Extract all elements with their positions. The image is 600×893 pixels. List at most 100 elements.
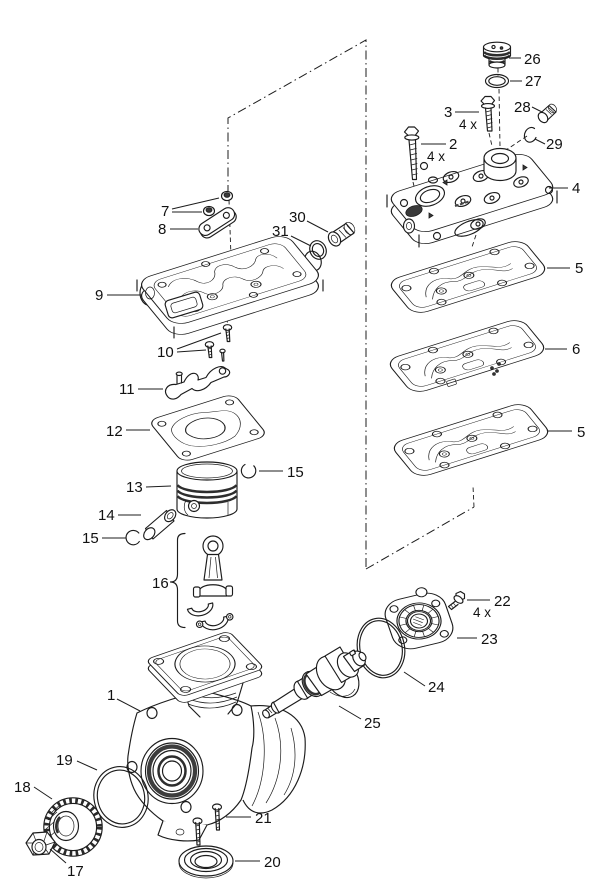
callout-16-label: 16 [152,575,169,592]
part-25-crankshaft [262,646,367,719]
callout-8: 8 [158,221,198,238]
part-15-circlip-left [125,529,140,546]
callout-4: 4 [549,180,580,197]
part-14-piston-pin [143,509,177,541]
callout-13: 13 [126,479,172,496]
callout-8-label: 8 [158,221,166,238]
part-7-nuts [202,190,234,217]
callout-12: 12 [106,423,150,440]
part-23-bearing-flange [384,587,454,650]
part-30-plug [327,222,356,247]
callout-24: 24 [403,671,445,696]
callout-19: 19 [56,752,98,771]
callout-15-left-label: 15 [82,530,99,547]
part-26-valve-cap [482,41,512,69]
callout-27: 27 [510,73,542,90]
callout-22: 22 4 x [467,593,511,620]
callout-15-left: 15 [82,530,126,547]
part-13-piston [176,461,238,519]
part-8-clamp-plate [198,207,237,239]
part-10-screws [204,324,233,362]
callout-13-label: 13 [126,479,143,496]
callout-16: 16 [152,575,169,592]
callout-11-label: 11 [119,381,135,398]
part-21-screws [192,803,223,846]
part-2-screw [403,126,420,181]
callout-28: 28 [514,99,543,116]
callout-1: 1 [107,687,141,712]
callout-19-label: 19 [56,752,73,769]
part-18-gear [43,797,103,857]
part-20-seal-washer [178,845,234,879]
callout-26: 26 [509,51,541,68]
callout-10-label: 10 [157,344,174,361]
part-1-crankcase [126,632,306,842]
callout-2-qty: 4 x [427,149,445,164]
callout-7-label: 7 [161,203,169,220]
callout-17-label: 17 [67,863,84,880]
callout-23: 23 [457,631,498,648]
callout-20-label: 20 [264,854,281,871]
part-15-circlip-right [240,463,257,479]
callout-28-label: 28 [514,99,531,116]
part-9-valve-plate [136,236,324,339]
callout-22-qty: 4 x [473,605,491,620]
part-17-nut [25,831,56,856]
callout-4-label: 4 [572,180,580,197]
callout-5-lower: 5 [548,424,585,441]
callout-31-label: 31 [272,223,289,240]
callout-2: 2 4 x [421,136,457,164]
part-19-o-ring [93,766,149,828]
callout-7: 7 [161,197,220,220]
part-4-cylinder-head [386,147,558,248]
callout-11: 11 [119,381,163,398]
callout-20: 20 [235,854,281,871]
part-22-screw [447,590,466,611]
callout-5-upper: 5 [547,260,583,277]
callout-21-label: 21 [255,810,272,827]
part-27-o-ring [484,73,510,89]
callout-3: 3 4 x [444,104,479,132]
callout-14-label: 14 [98,507,115,524]
callout-12-label: 12 [106,423,123,440]
part-29-seal-ring [523,126,537,143]
callout-3-qty: 4 x [459,117,477,132]
callout-2-label: 2 [449,136,457,153]
callout-5-lower-label: 5 [577,424,585,441]
callout-6-label: 6 [572,341,580,358]
callout-10: 10 [157,332,222,361]
part-12-flange-gasket [151,395,265,461]
callout-18-label: 18 [14,779,31,796]
callout-27-label: 27 [525,73,542,90]
callout-25-label: 25 [364,715,381,732]
callout-29: 29 [534,136,563,153]
part-31-o-ring [309,240,327,260]
callout-14: 14 [98,507,141,524]
callout-15-right: 15 [259,464,304,481]
part-6-valve-gasket [384,316,550,396]
callout-21: 21 [226,810,272,827]
callout-30: 30 [289,209,329,233]
callout-29-label: 29 [546,136,563,153]
callout-9-label: 9 [95,287,103,304]
callout-15-right-label: 15 [287,464,304,481]
callout-24-label: 24 [428,679,445,696]
callout-1-label: 1 [107,687,115,704]
callout-25: 25 [338,705,381,732]
callout-18: 18 [14,779,53,800]
part-28-plug [537,103,557,124]
callout-23-label: 23 [481,631,498,648]
callout-3-label: 3 [444,104,452,121]
part-11-retainer-bracket [165,366,231,400]
part-16-connecting-rod [169,532,234,631]
callout-26-label: 26 [524,51,541,68]
callout-6: 6 [545,341,580,358]
callout-5-upper-label: 5 [575,260,583,277]
callout-31: 31 [272,223,312,247]
callout-17: 17 [49,848,84,880]
callout-30-label: 30 [289,209,306,226]
callout-9: 9 [95,287,142,304]
callouts: 26 27 3 4 x 28 29 2 4 x 4 5 6 5 7 [14,51,585,880]
